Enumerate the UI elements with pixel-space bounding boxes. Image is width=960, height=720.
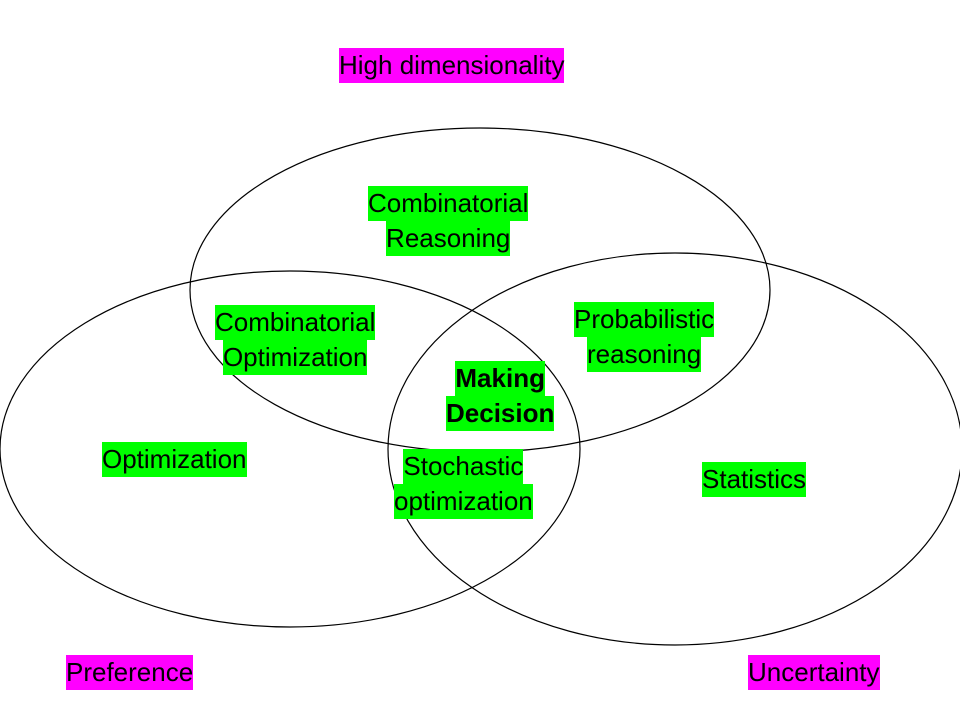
region-label-line: Stochastic xyxy=(403,449,524,484)
region-label-line: Combinatorial xyxy=(368,186,529,221)
region-label-line: reasoning xyxy=(586,337,702,372)
region-label-combinatorial-optimization: Combinatorial Optimization xyxy=(215,305,376,375)
region-label-probabilistic-reasoning: Probabilistic reasoning xyxy=(574,302,715,372)
region-label-line: Reasoning xyxy=(386,221,511,256)
ellipse-preference xyxy=(0,270,581,628)
region-label-stochastic-optimization: Stochastic optimization xyxy=(394,449,533,519)
ellipse-uncertainty xyxy=(387,252,960,646)
region-label-line: optimization xyxy=(394,484,533,519)
region-label-combinatorial-reasoning: Combinatorial Reasoning xyxy=(368,186,529,256)
region-label-line: Decision xyxy=(446,396,555,431)
region-label-line: Combinatorial xyxy=(215,305,376,340)
region-label-making-decision: Making Decision xyxy=(446,361,555,431)
region-label-statistics: Statistics xyxy=(702,462,807,497)
region-label-line: Optimization xyxy=(222,340,368,375)
region-label-line: Probabilistic xyxy=(574,302,715,337)
region-label-line: Making xyxy=(455,361,545,396)
dimension-label-uncertainty: Uncertainty xyxy=(748,655,880,690)
region-label-optimization: Optimization xyxy=(102,442,247,477)
dimension-label-high-dimensionality: High dimensionality xyxy=(339,48,565,83)
dimension-label-preference: Preference xyxy=(66,655,194,690)
